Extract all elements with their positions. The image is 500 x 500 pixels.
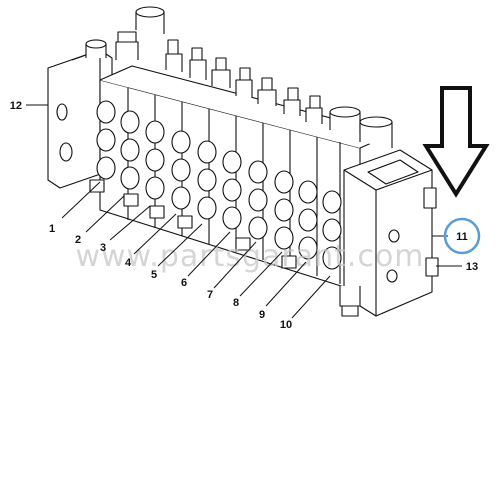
callout-1: 1 bbox=[49, 223, 55, 235]
callout-3: 3 bbox=[100, 242, 106, 254]
bottom-fittings bbox=[89, 179, 361, 317]
callout-leader-lines bbox=[26, 104, 462, 319]
watermark-text: www.partsgarant.com bbox=[75, 239, 424, 274]
highlight-circle-11 bbox=[443, 217, 481, 255]
top-actuators bbox=[115, 6, 393, 148]
callout-8: 8 bbox=[233, 297, 239, 309]
callout-12: 12 bbox=[10, 100, 22, 112]
callout-4: 4 bbox=[125, 257, 132, 269]
callout-labels: 12 1 2 3 4 5 6 7 8 9 10 11 13 bbox=[10, 100, 478, 331]
port-bosses bbox=[96, 100, 342, 270]
down-arrow-icon bbox=[422, 86, 490, 198]
callout-7: 7 bbox=[207, 289, 213, 301]
callout-5: 5 bbox=[151, 269, 157, 281]
callout-9: 9 bbox=[259, 309, 265, 321]
callout-2: 2 bbox=[75, 234, 81, 246]
callout-6: 6 bbox=[181, 277, 187, 289]
valve-assembly-drawing bbox=[47, 6, 439, 317]
callout-10: 10 bbox=[280, 319, 292, 331]
callout-11: 11 bbox=[456, 231, 468, 243]
callout-13: 13 bbox=[466, 261, 478, 273]
right-end-plate bbox=[343, 149, 439, 317]
